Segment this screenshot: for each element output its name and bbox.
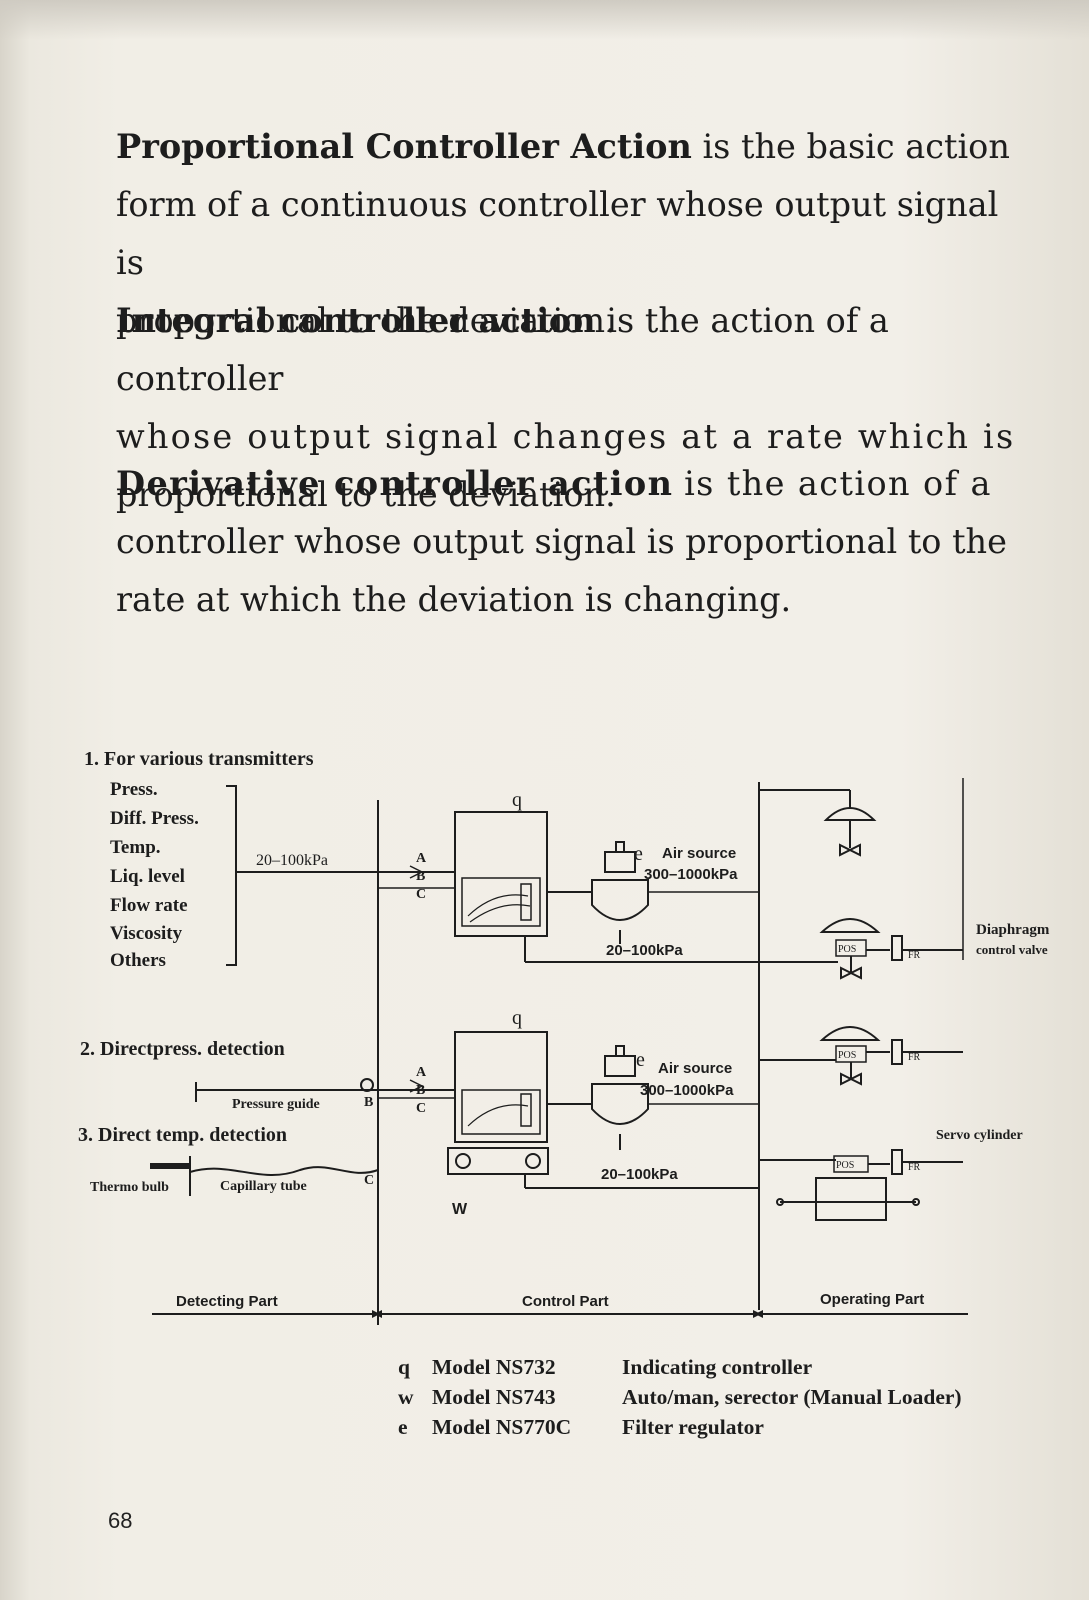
fr-label: FR (908, 1162, 921, 1173)
control-part-label: Control Part (522, 1293, 609, 1310)
page-number: 68 (108, 1508, 133, 1533)
page-top-shadow (0, 0, 1089, 40)
transmitter-item: Others (110, 950, 166, 971)
transmitter-item: Flow rate (110, 895, 188, 916)
letter-c: C (364, 1173, 374, 1188)
letter-a: A (416, 1065, 427, 1080)
section2-title: 2. Directpress. detection (80, 1038, 285, 1060)
detecting-part-label: Detecting Part (176, 1293, 278, 1310)
operating-part-label: Operating Part (820, 1291, 924, 1308)
air-source-label: Air source (658, 1060, 732, 1077)
term-proportional: Proportional Controller Action (116, 127, 692, 166)
fr-label: FR (908, 1052, 921, 1063)
marker-w: W (452, 1201, 468, 1218)
definition-derivative: Derivative controller action is the acti… (116, 464, 1007, 619)
transmitter-item: Liq. level (110, 866, 185, 887)
air-source-range: 300–1000kPa (640, 1082, 734, 1099)
output-signal-label: 20–100kPa (606, 942, 683, 959)
letter-c: C (416, 1101, 426, 1116)
control-system-diagram: 1. For various transmitters Press. Diff.… (78, 748, 1050, 1325)
manual-loader (447, 1147, 549, 1175)
letter-b: B (364, 1095, 373, 1110)
pos-label: POS (838, 1050, 856, 1061)
definition-proportional: Proportional Controller Action is the ba… (116, 127, 1010, 340)
letter-b: B (416, 1083, 425, 1098)
transmitter-item: Viscosity (110, 923, 183, 944)
legend-row: q Model NS732 Indicating controller (398, 1355, 813, 1379)
transmitter-item: Diff. Press. (110, 808, 199, 829)
fr-label: FR (908, 950, 921, 961)
filter-regulator-bottom (591, 1083, 649, 1125)
marker-q: q (512, 789, 522, 811)
letter-c: C (416, 887, 426, 902)
signal-range-label: 20–100kPa (256, 852, 328, 869)
letter-a: A (416, 851, 427, 866)
thermo-bulb-label: Thermo bulb (90, 1180, 169, 1195)
transmitter-bracket (226, 785, 237, 966)
pos-label: POS (836, 1160, 854, 1171)
valve-top-diaphragm (823, 807, 877, 821)
marker-e: e (636, 1049, 645, 1071)
marker-q: q (512, 1007, 522, 1029)
legend-row: w Model NS743 Auto/man, serector (Manual… (398, 1385, 962, 1409)
definition-integral: Integral controller action is the action… (116, 301, 1016, 514)
letter-b: B (416, 869, 425, 884)
output-signal-label: 20–100kPa (601, 1166, 678, 1183)
transmitter-item: Temp. (110, 837, 161, 858)
pos-label: POS (838, 944, 856, 955)
diaphragm-label: Diaphragm (976, 922, 1050, 938)
section3-title: 3. Direct temp. detection (78, 1124, 287, 1146)
servo-cylinder-label: Servo cylinder (936, 1128, 1023, 1143)
controller-ns732-bottom (454, 1031, 548, 1143)
control-valve-label: control valve (976, 942, 1048, 957)
air-source-range: 300–1000kPa (644, 866, 738, 883)
model-legend: q Model NS732 Indicating controller w Mo… (398, 1352, 962, 1442)
servo-cylinder (815, 1177, 887, 1221)
controller-ns732-top (454, 811, 548, 937)
term-derivative: Derivative controller action (116, 464, 674, 503)
legend-row: e Model NS770C Filter regulator (398, 1415, 764, 1439)
term-integral: Integral controller action (116, 301, 596, 340)
pressure-guide-label: Pressure guide (232, 1097, 320, 1112)
transmitter-item: Press. (110, 779, 158, 800)
capillary-tube-label: Capillary tube (220, 1179, 307, 1194)
filter-regulator-top (591, 879, 649, 921)
air-source-label: Air source (662, 845, 736, 862)
section1-title: 1. For various transmitters (84, 748, 314, 770)
marker-e: e (634, 843, 643, 865)
